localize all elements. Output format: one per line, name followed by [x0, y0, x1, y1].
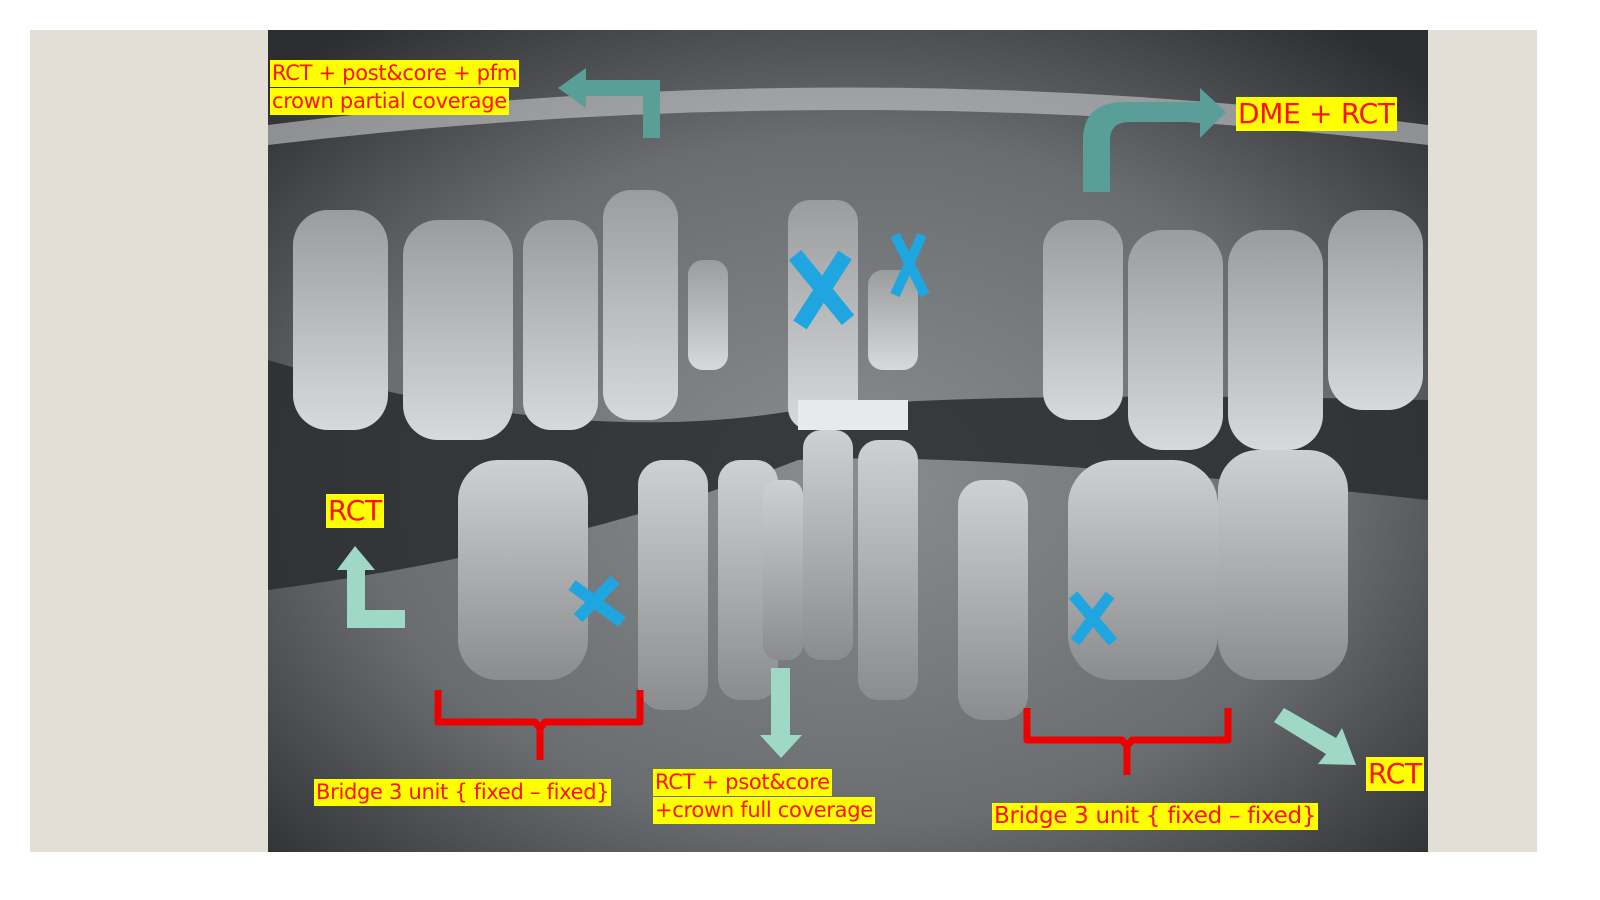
treatment-label-dme-rct: DME + RCT [1236, 97, 1397, 131]
extraction-x-icon [1068, 591, 1118, 646]
extraction-x-icon [788, 249, 855, 330]
treatment-label-rct-lower-left: RCT [1366, 757, 1424, 791]
lower-right-arrow [1274, 708, 1356, 765]
braces [434, 690, 1232, 775]
treatment-label-anterior-rct: RCT + psot&core [653, 769, 832, 796]
panoramic-radiograph [268, 30, 1428, 852]
bridge-right-brace [1023, 708, 1232, 775]
extraction-x-icon [568, 575, 626, 627]
anterior-down-arrow [760, 668, 802, 758]
upper-left-arrow [558, 68, 660, 138]
treatment-label-rct-post-core: RCT + post&core + pfm [270, 60, 520, 87]
lower-left-arrow [337, 546, 405, 628]
radiograph-image [268, 30, 1428, 852]
extraction-x-marks [568, 232, 1118, 646]
treatment-label-bridge-right: Bridge 3 unit { fixed – fixed} [314, 779, 612, 806]
treatment-label-crown-partial: crown partial coverage [270, 88, 509, 115]
treatment-label-anterior-crown: +crown full coverage [653, 797, 875, 824]
treatment-label-rct-lower-right: RCT [326, 494, 384, 528]
treatment-label-bridge-left: Bridge 3 unit { fixed – fixed} [992, 803, 1319, 830]
bridge-left-brace [434, 690, 644, 760]
extraction-x-icon [890, 232, 930, 298]
upper-right-arrow [1083, 88, 1226, 192]
